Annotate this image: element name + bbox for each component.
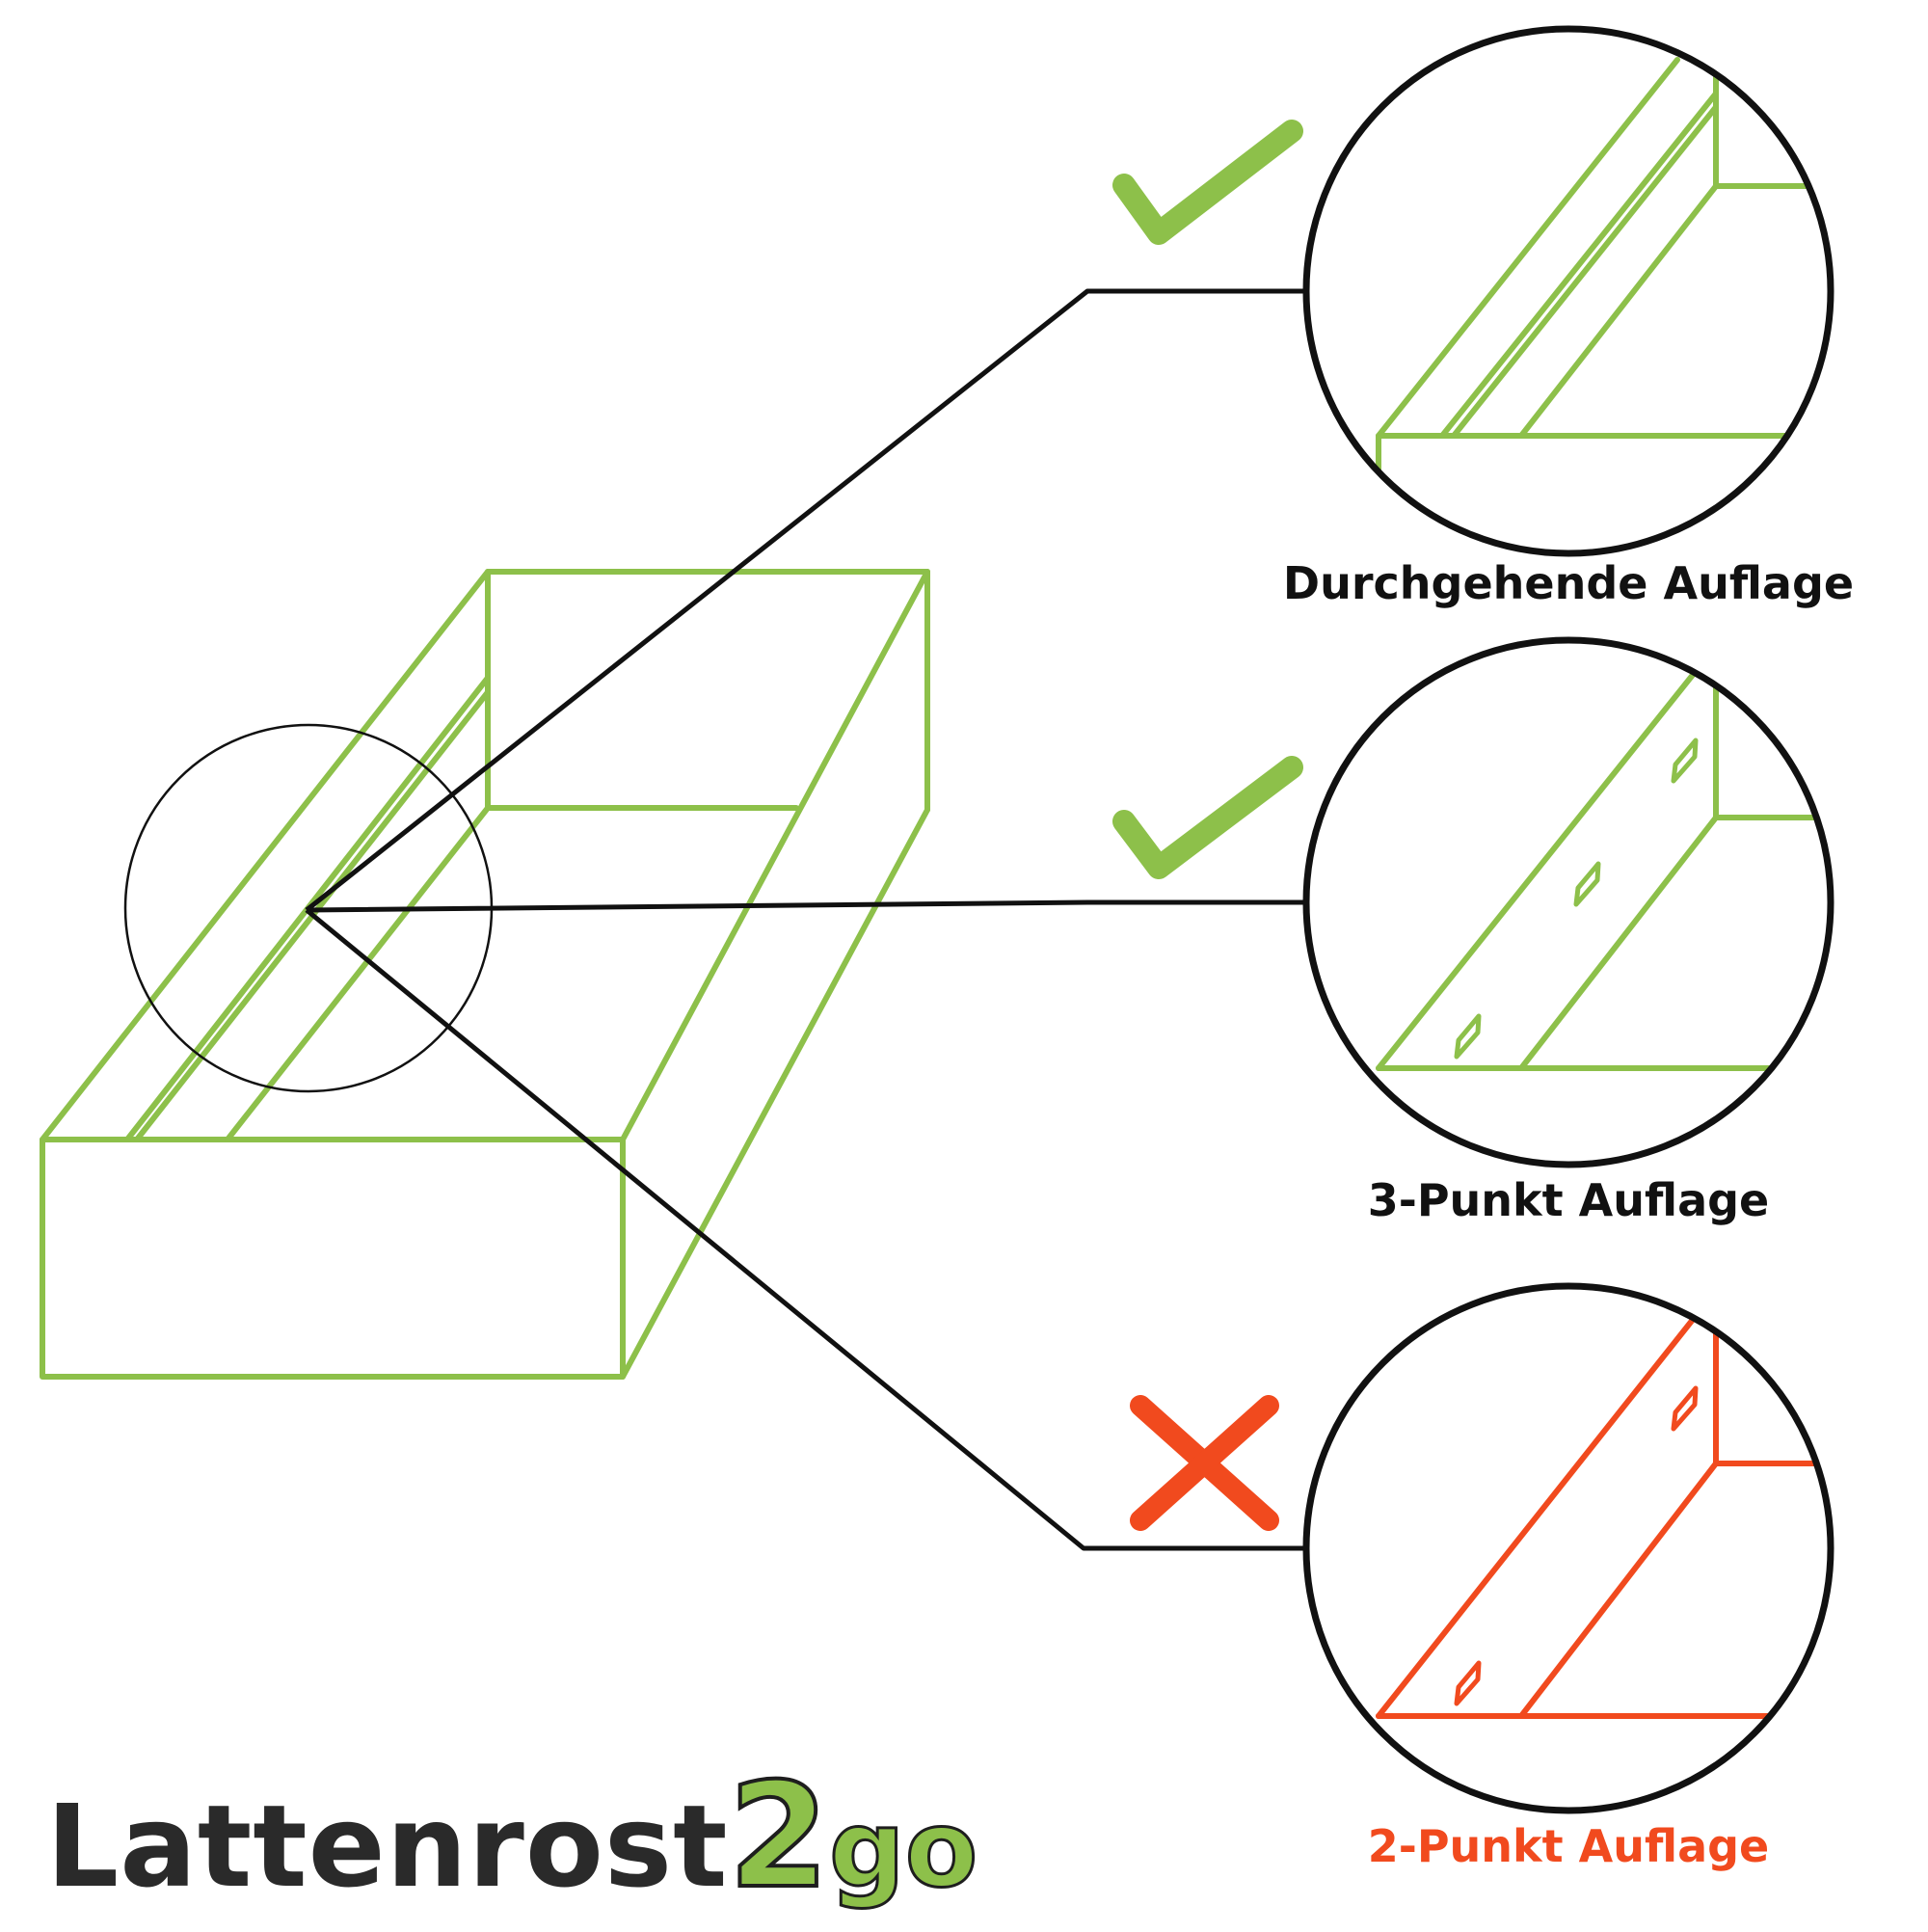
support-point — [1671, 1385, 1699, 1432]
detail-circle-outline — [1302, 636, 1834, 1168]
detail-circle-outline — [1302, 25, 1834, 557]
frame-inner-diagonal — [225, 805, 491, 1142]
pointer-lines — [305, 288, 1305, 1551]
support-point — [1454, 1660, 1482, 1706]
logo-text-go: go — [827, 1787, 978, 1911]
pointer-line-bottom — [305, 908, 1305, 1551]
bed-frame — [40, 569, 930, 1380]
detail-circle-three-point — [1302, 636, 1834, 1168]
check-icon — [1112, 120, 1303, 245]
logo-text-lattenrost: Lattenrost — [46, 1780, 729, 1913]
option-label-continuous: Durchgehende Auflage — [1282, 557, 1855, 609]
frame-left-top-edge — [40, 569, 491, 1142]
detail-circle-two-point — [1302, 1282, 1834, 1814]
detail-circle-continuous — [1302, 25, 1834, 557]
support-point — [1671, 738, 1699, 784]
option-label-three-point: 3-Punkt Auflage — [1367, 1174, 1770, 1226]
detail-circle-outline — [1302, 1282, 1834, 1814]
pointer-line-middle — [306, 899, 1305, 913]
support-point — [1454, 1013, 1482, 1060]
logo-text-2: 2 — [727, 1753, 831, 1920]
option-label-two-point: 2-Punkt Auflage — [1367, 1820, 1770, 1872]
support-point — [1573, 861, 1601, 907]
brand-logo: Lattenrost2go — [46, 1762, 979, 1911]
check-icon — [1112, 756, 1303, 879]
pointer-line-top — [305, 288, 1305, 912]
frame-front-face — [40, 1137, 626, 1380]
frame-right-bottom-edge — [620, 807, 930, 1380]
frame-right-top-edge — [620, 569, 930, 1142]
cross-icon — [1130, 1395, 1279, 1531]
